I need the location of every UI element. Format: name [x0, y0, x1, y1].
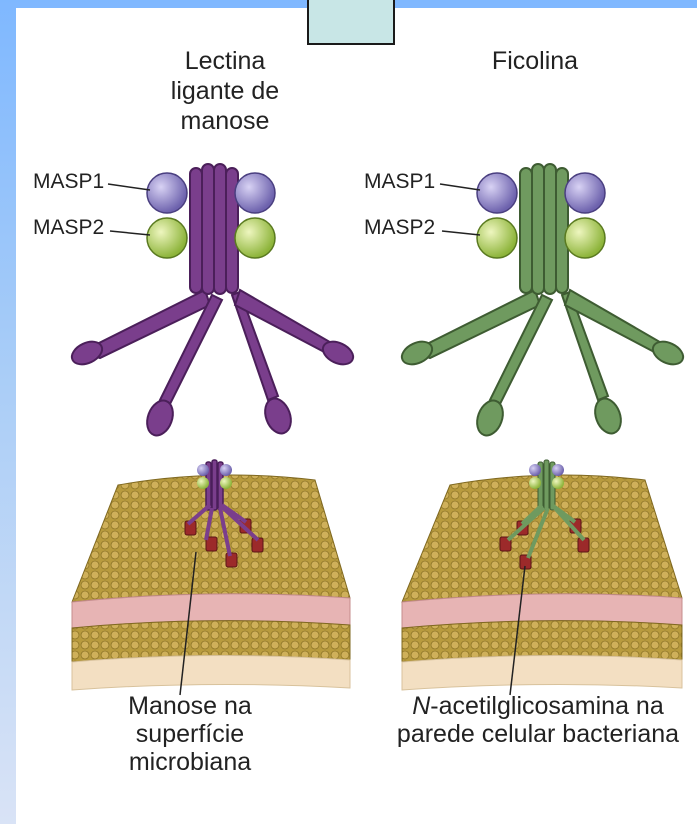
right-membrane	[402, 460, 682, 695]
left-caption-line-2: superfície	[110, 720, 270, 748]
left-caption-line-3: microbiana	[110, 748, 270, 776]
right-caption-line-1: N-acetilglicosamina na	[388, 692, 688, 720]
right-caption-line-1-rest: -acetilglicosamina na	[430, 692, 663, 720]
left-membrane	[72, 460, 350, 695]
ficolin-molecule	[398, 164, 686, 439]
header-tab-box	[307, 0, 395, 45]
left-caption-line-1: Manose na	[110, 692, 270, 720]
right-caption-italic-n: N	[412, 692, 430, 720]
mbl-molecule	[68, 164, 356, 439]
left-caption: Manose na superfície microbiana	[110, 692, 270, 776]
right-caption: N-acetilglicosamina na parede celular ba…	[388, 692, 688, 748]
right-caption-line-2: parede celular bacteriana	[388, 720, 688, 748]
